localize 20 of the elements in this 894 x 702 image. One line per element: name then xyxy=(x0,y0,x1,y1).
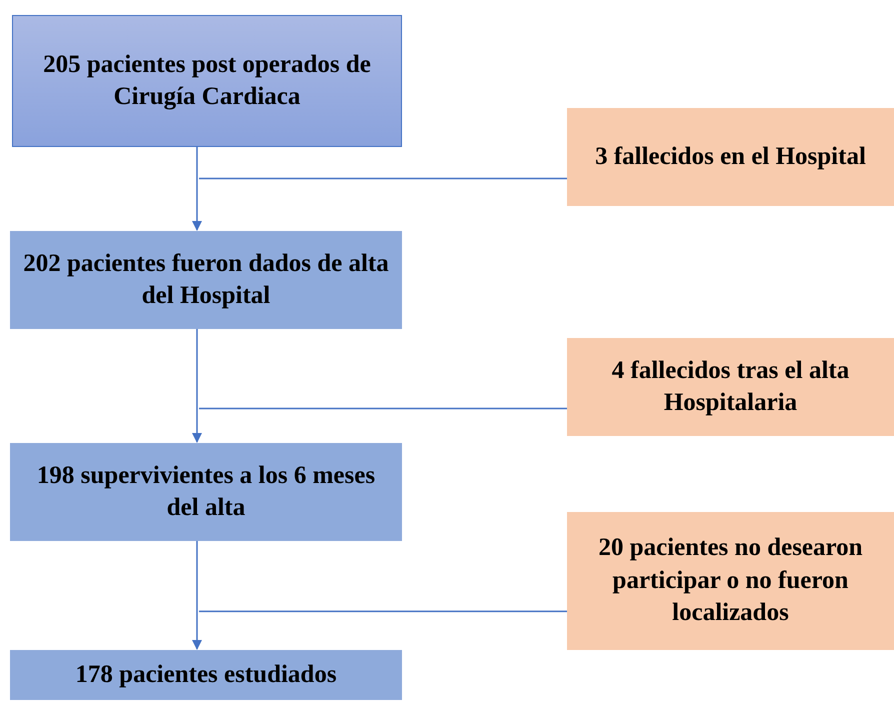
connector-line xyxy=(199,408,567,410)
box-text: 4 fallecidos tras el alta Hospitalaria xyxy=(610,356,850,418)
box-text: 20 pacientes no desearon participar o no fueron localizados xyxy=(597,533,864,628)
exclusion-box xyxy=(567,108,894,206)
process-box xyxy=(10,231,402,329)
process-box xyxy=(12,15,402,147)
arrow xyxy=(192,541,202,650)
process-box xyxy=(10,650,402,700)
arrow xyxy=(192,147,202,231)
connector-line xyxy=(199,610,567,612)
box-text: 3 fallecidos en el Hospital xyxy=(595,142,866,172)
exclusion-box xyxy=(567,338,894,436)
arrow xyxy=(192,329,202,443)
box-text: 178 pacientes estudiados xyxy=(75,660,337,690)
box-text: 198 supervivientes a los 6 meses del alta xyxy=(36,460,376,523)
exclusion-box xyxy=(567,512,894,650)
box-text: 205 pacientes post operados de Cirugía Cardiaca xyxy=(42,50,372,112)
connector-line xyxy=(199,178,567,180)
box-text: 202 pacientes fueron dados de alta del Hospital xyxy=(22,248,390,311)
process-box xyxy=(10,443,402,541)
